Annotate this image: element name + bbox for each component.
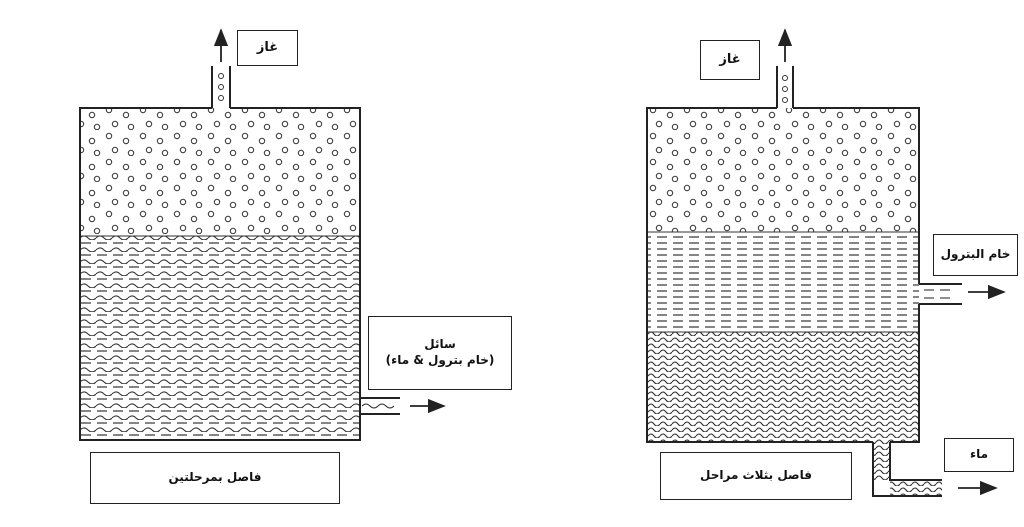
left-liquid-label-line1: سائل <box>424 337 456 352</box>
right-separator-title: فاصل بثلاث مراحل <box>660 452 852 500</box>
right-oil-label: خام البترول <box>933 234 1018 276</box>
right-vessel-outline <box>646 107 920 443</box>
left-gas-label: غاز <box>237 30 298 66</box>
left-vessel-outline <box>79 107 361 441</box>
right-gas-zone <box>647 108 919 232</box>
right-water-outlet <box>872 442 942 497</box>
right-water-zone <box>647 332 919 442</box>
right-gas-nozzle <box>776 66 794 108</box>
right-water-label-text: ماء <box>969 447 989 462</box>
right-gas-label-text: غاز <box>719 51 741 67</box>
left-gas-label-text: غاز <box>256 39 279 55</box>
left-separator-title-text: فاصل بمرحلتين <box>168 470 262 485</box>
left-liquid-label-line2: (خام بترول & ماء) <box>385 353 495 367</box>
right-oil-label-text: خام البترول <box>940 247 1011 262</box>
left-gas-zone <box>80 108 360 236</box>
left-liquid-zone <box>80 236 360 440</box>
left-gas-nozzle <box>211 66 231 108</box>
right-separator <box>646 28 1006 497</box>
right-oil-zone <box>647 232 919 332</box>
left-separator-title: فاصل بمرحلتين <box>90 452 340 504</box>
left-separator <box>79 28 446 441</box>
right-water-label: ماء <box>944 438 1014 472</box>
right-gas-label: غاز <box>700 40 760 80</box>
left-liquid-outlet <box>360 397 400 415</box>
right-separator-title-text: فاصل بثلاث مراحل <box>700 468 812 483</box>
right-oil-outlet <box>919 283 962 305</box>
left-liquid-label: سائل (خام بترول & ماء) <box>368 316 512 390</box>
